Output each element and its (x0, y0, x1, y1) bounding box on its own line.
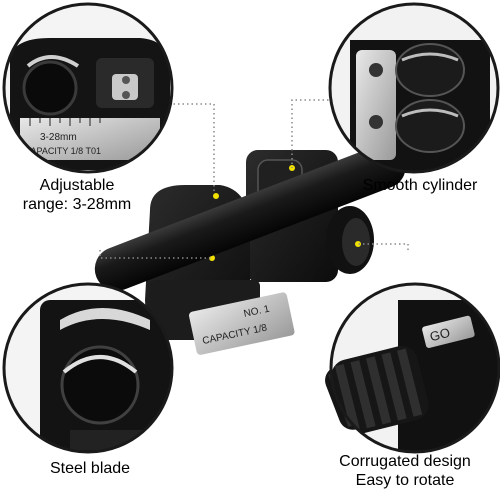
callout-adjustable (160, 103, 215, 192)
inset-knob-text: GO (428, 325, 451, 344)
inset-roller (22, 60, 78, 116)
engraved-plate (189, 292, 295, 355)
callout-lines (99, 99, 409, 259)
label-corrugated-design: Corrugated design Easy to rotate (330, 452, 480, 490)
inset-corrugated: GO (329, 282, 500, 454)
callout-corrugated (358, 243, 409, 250)
label-steel-blade: Steel blade (50, 459, 130, 478)
label-corrugated-line2: Easy to rotate (355, 472, 455, 489)
plate-number: NO. 1 (243, 304, 271, 320)
inset-capacity-text: CAPACITY 1/8 T01 (24, 146, 101, 156)
label-adjustable-range: Adjustable range: 3-28mm (2, 176, 152, 214)
inset-side-plate (356, 50, 396, 160)
inset-blade (2, 282, 174, 454)
inset-scale-plate (20, 118, 160, 160)
inset-range-text: 3-28mm (40, 132, 77, 143)
inset-adjustable: 3-28mm CAPACITY 1/8 T01 (2, 2, 174, 174)
label-smooth-cylinder: Smooth cylinder (345, 176, 495, 195)
inset-knob-plate (422, 315, 475, 348)
label-blade-text: Steel blade (50, 460, 131, 477)
label-adjustable-line2: range: 3-28mm (22, 196, 132, 213)
label-smooth-text: Smooth cylinder (362, 177, 478, 194)
inset-cylinder-bottom (395, 99, 465, 153)
inset-smooth (328, 2, 500, 174)
label-corrugated-line1: Corrugated design (339, 453, 471, 470)
inset-blade-wheel (60, 345, 140, 425)
label-adjustable-line1: Adjustable (39, 177, 115, 194)
copper-pipe (94, 144, 406, 291)
callout-smooth (291, 99, 342, 168)
inset-cylinder-top (395, 43, 465, 97)
